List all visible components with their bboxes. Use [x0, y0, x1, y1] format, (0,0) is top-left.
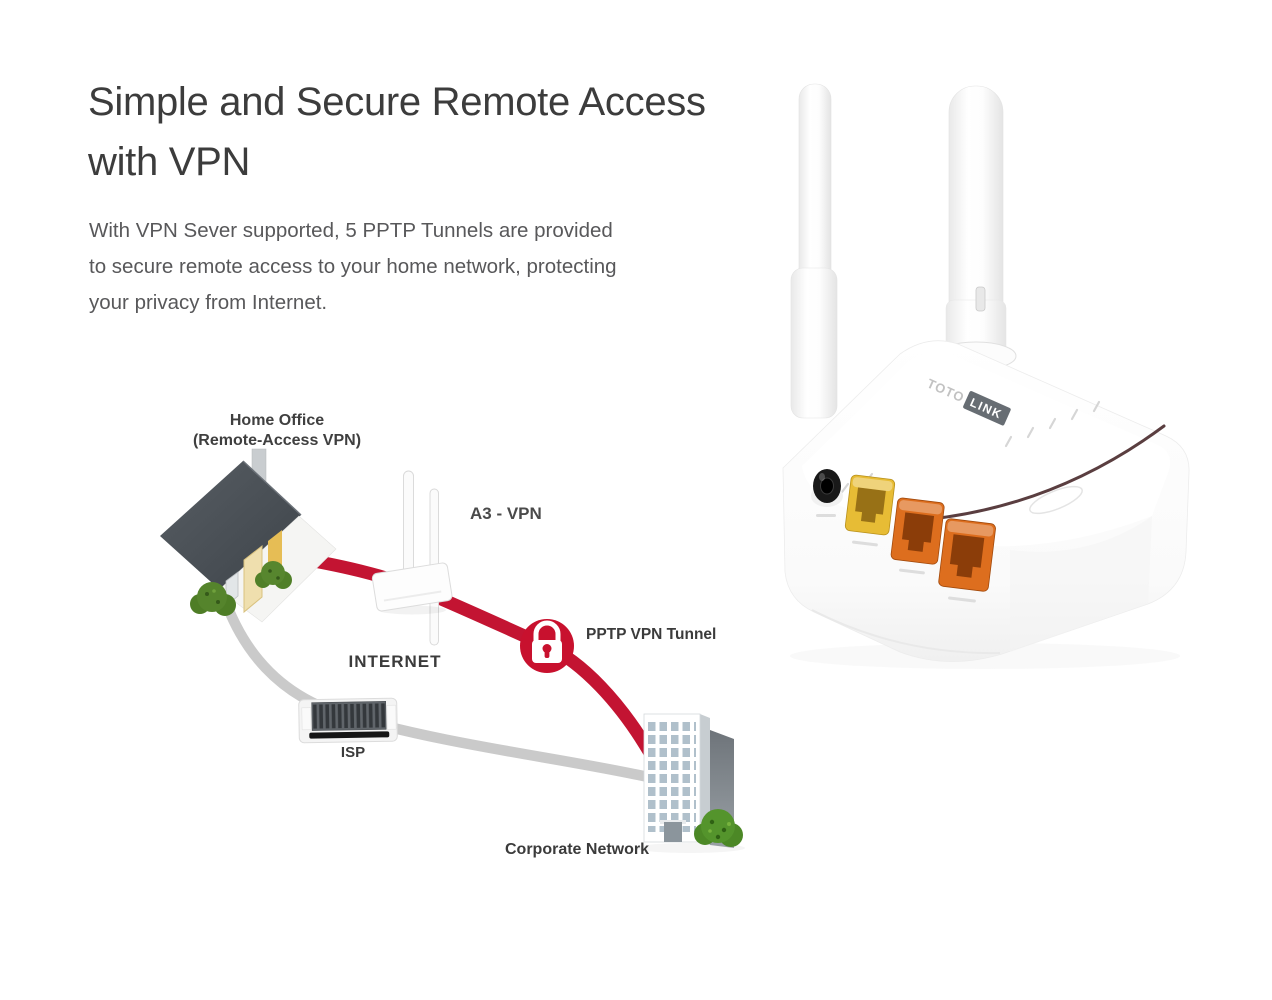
modem-vents: [311, 701, 387, 731]
building-windows: [648, 722, 696, 832]
page-title: Simple and Secure Remote Access with VPN: [88, 72, 706, 192]
page-title-line-2: with VPN: [88, 140, 251, 184]
vpn-tunnel-line: [273, 548, 657, 760]
router-model-label: A3 - VPN: [470, 504, 542, 523]
house-roof: [160, 461, 301, 591]
description-line-3: your privacy from Internet.: [89, 291, 328, 314]
home-office-label: Home Office (Remote-Access VPN): [193, 411, 361, 451]
building-entrance: [664, 822, 682, 842]
description-line-1: With VPN Sever supported, 5 PPTP Tunnels…: [89, 219, 613, 242]
home-office-label-line-1: Home Office: [229, 412, 325, 429]
lock-icon: [520, 619, 574, 673]
router-product-photo: TOTO LINK: [782, 83, 1190, 669]
description-line-2: to secure remote access to your home net…: [89, 255, 617, 278]
corporate-network-label: Corporate Network: [504, 841, 650, 858]
isp-label: ISP: [340, 744, 366, 761]
house-bush-left: [190, 582, 236, 616]
page-title-line-1: Simple and Secure Remote Access: [88, 80, 706, 124]
lock-keyhole: [542, 644, 552, 653]
antenna-hinge-slot: [975, 286, 986, 312]
house-door: [243, 544, 263, 614]
lan-port-orange-1: [890, 497, 945, 565]
house-bush-right: [255, 561, 292, 589]
isp-modem-icon: [298, 697, 398, 744]
product-antenna-right: [935, 85, 1017, 371]
lock-shackle: [533, 620, 561, 641]
home-office-label-line-2: (Remote-Access VPN): [192, 432, 362, 449]
page-description: With VPN Sever supported, 5 PPTP Tunnels…: [89, 213, 617, 321]
internet-label: INTERNET: [348, 652, 442, 671]
building-bush: [694, 809, 743, 847]
modem-front-bar: [309, 731, 390, 739]
power-jack: [813, 469, 841, 503]
wan-port-yellow: [844, 474, 896, 536]
product-antenna-left: [790, 83, 838, 419]
diagram-router-icon: [371, 470, 453, 646]
house-icon: [160, 448, 337, 623]
wps-button: [1029, 485, 1083, 515]
port-panel: [811, 469, 996, 603]
diagram-router-antenna-left: [403, 470, 414, 576]
pptp-tunnel-label: PPTP VPN Tunnel: [586, 626, 717, 643]
corporate-building-icon: [635, 713, 745, 853]
lan-port-orange-2: [938, 518, 996, 592]
building-side-face: [700, 714, 710, 845]
port-labels: [816, 514, 976, 603]
